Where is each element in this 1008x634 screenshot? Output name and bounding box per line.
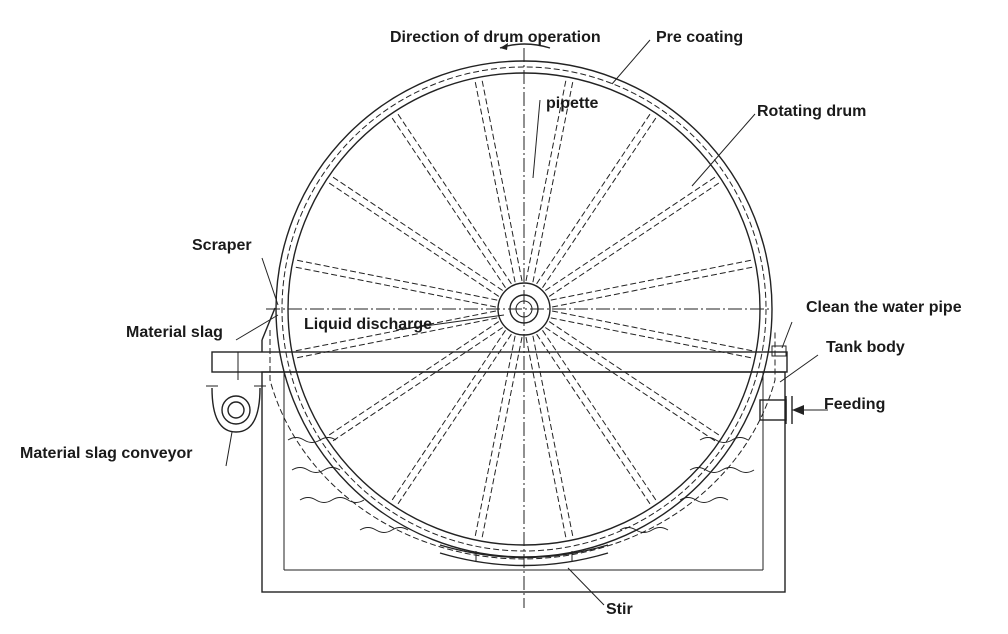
stir-paddle: [439, 544, 609, 568]
label-rotating-drum: Rotating drum: [757, 103, 866, 120]
label-feeding: Feeding: [824, 396, 885, 413]
liquid-discharge-leader: [395, 314, 505, 331]
tank-dashed-outline: [269, 330, 776, 560]
pipette-line-11-0: [474, 80, 516, 283]
direction-arrow-head: [500, 43, 508, 50]
material-slag-conveyor: [206, 385, 266, 467]
label-pre-coating: Pre coating: [656, 29, 743, 46]
pipette-line-0-0: [552, 310, 755, 352]
pipette-line-2-1: [536, 333, 652, 506]
pipette-leader: [532, 99, 541, 179]
pipette-line-15-1: [552, 266, 755, 308]
pipette-line-5-0: [396, 333, 512, 506]
pipette-line-6-1: [327, 321, 500, 437]
pipette-line-13-0: [536, 112, 652, 285]
clean-water-pipe: [771, 321, 793, 357]
pipette-line-13-1: [542, 116, 658, 288]
pipette-line-8-0: [293, 266, 496, 308]
pipette-line-1-1: [545, 327, 717, 443]
pipette-line-4-0: [481, 337, 523, 540]
pipette-line-12-1: [532, 80, 574, 283]
label-direction: Direction of drum operation: [390, 29, 601, 46]
pipette-line-2-0: [542, 330, 658, 502]
label-material-slag: Material slag: [126, 324, 223, 341]
label-liquid-discharge: Liquid discharge: [304, 316, 432, 333]
pre-coating-leader: [611, 39, 651, 85]
pipette-line-0-1: [550, 317, 753, 359]
pipette-line-5-1: [390, 330, 506, 502]
drum-pipettes: [293, 78, 755, 540]
label-stir: Stir: [606, 601, 633, 618]
feeding-pipe: [759, 396, 828, 424]
tank-body-leader: [779, 354, 819, 383]
pipette-line-3-0: [532, 335, 574, 538]
pipette-line-10-0: [390, 116, 506, 288]
pipette-line-15-0: [550, 259, 753, 301]
pipette-line-7-0: [295, 317, 498, 359]
pipette-line-4-1: [474, 335, 516, 538]
scraper-leader: [261, 257, 279, 306]
pipette-line-3-1: [525, 337, 567, 540]
pipette-line-9-1: [331, 175, 503, 291]
pipette-line-6-0: [331, 327, 503, 443]
pipette-line-12-0: [525, 78, 567, 281]
rotating-drum-leader: [691, 113, 756, 187]
pipette-line-8-1: [295, 259, 498, 301]
scraper: [261, 307, 276, 352]
label-clean-water-pipe: Clean the water pipe: [806, 299, 962, 316]
material-slag-leader: [235, 314, 279, 341]
label-scraper: Scraper: [192, 237, 252, 254]
pipette-line-1-0: [548, 321, 721, 437]
pipette-line-9-0: [327, 181, 500, 297]
pipette-line-14-0: [545, 175, 717, 291]
label-slag-conveyor: Material slag conveyor: [20, 445, 193, 462]
stir-leader: [567, 567, 605, 606]
label-pipette: pipette: [546, 95, 599, 112]
label-tank-body: Tank body: [826, 339, 905, 356]
pipette-line-11-1: [481, 78, 523, 281]
pipette-line-10-1: [396, 112, 512, 285]
pipette-line-14-1: [548, 181, 721, 297]
pipette-line-7-1: [293, 310, 496, 352]
